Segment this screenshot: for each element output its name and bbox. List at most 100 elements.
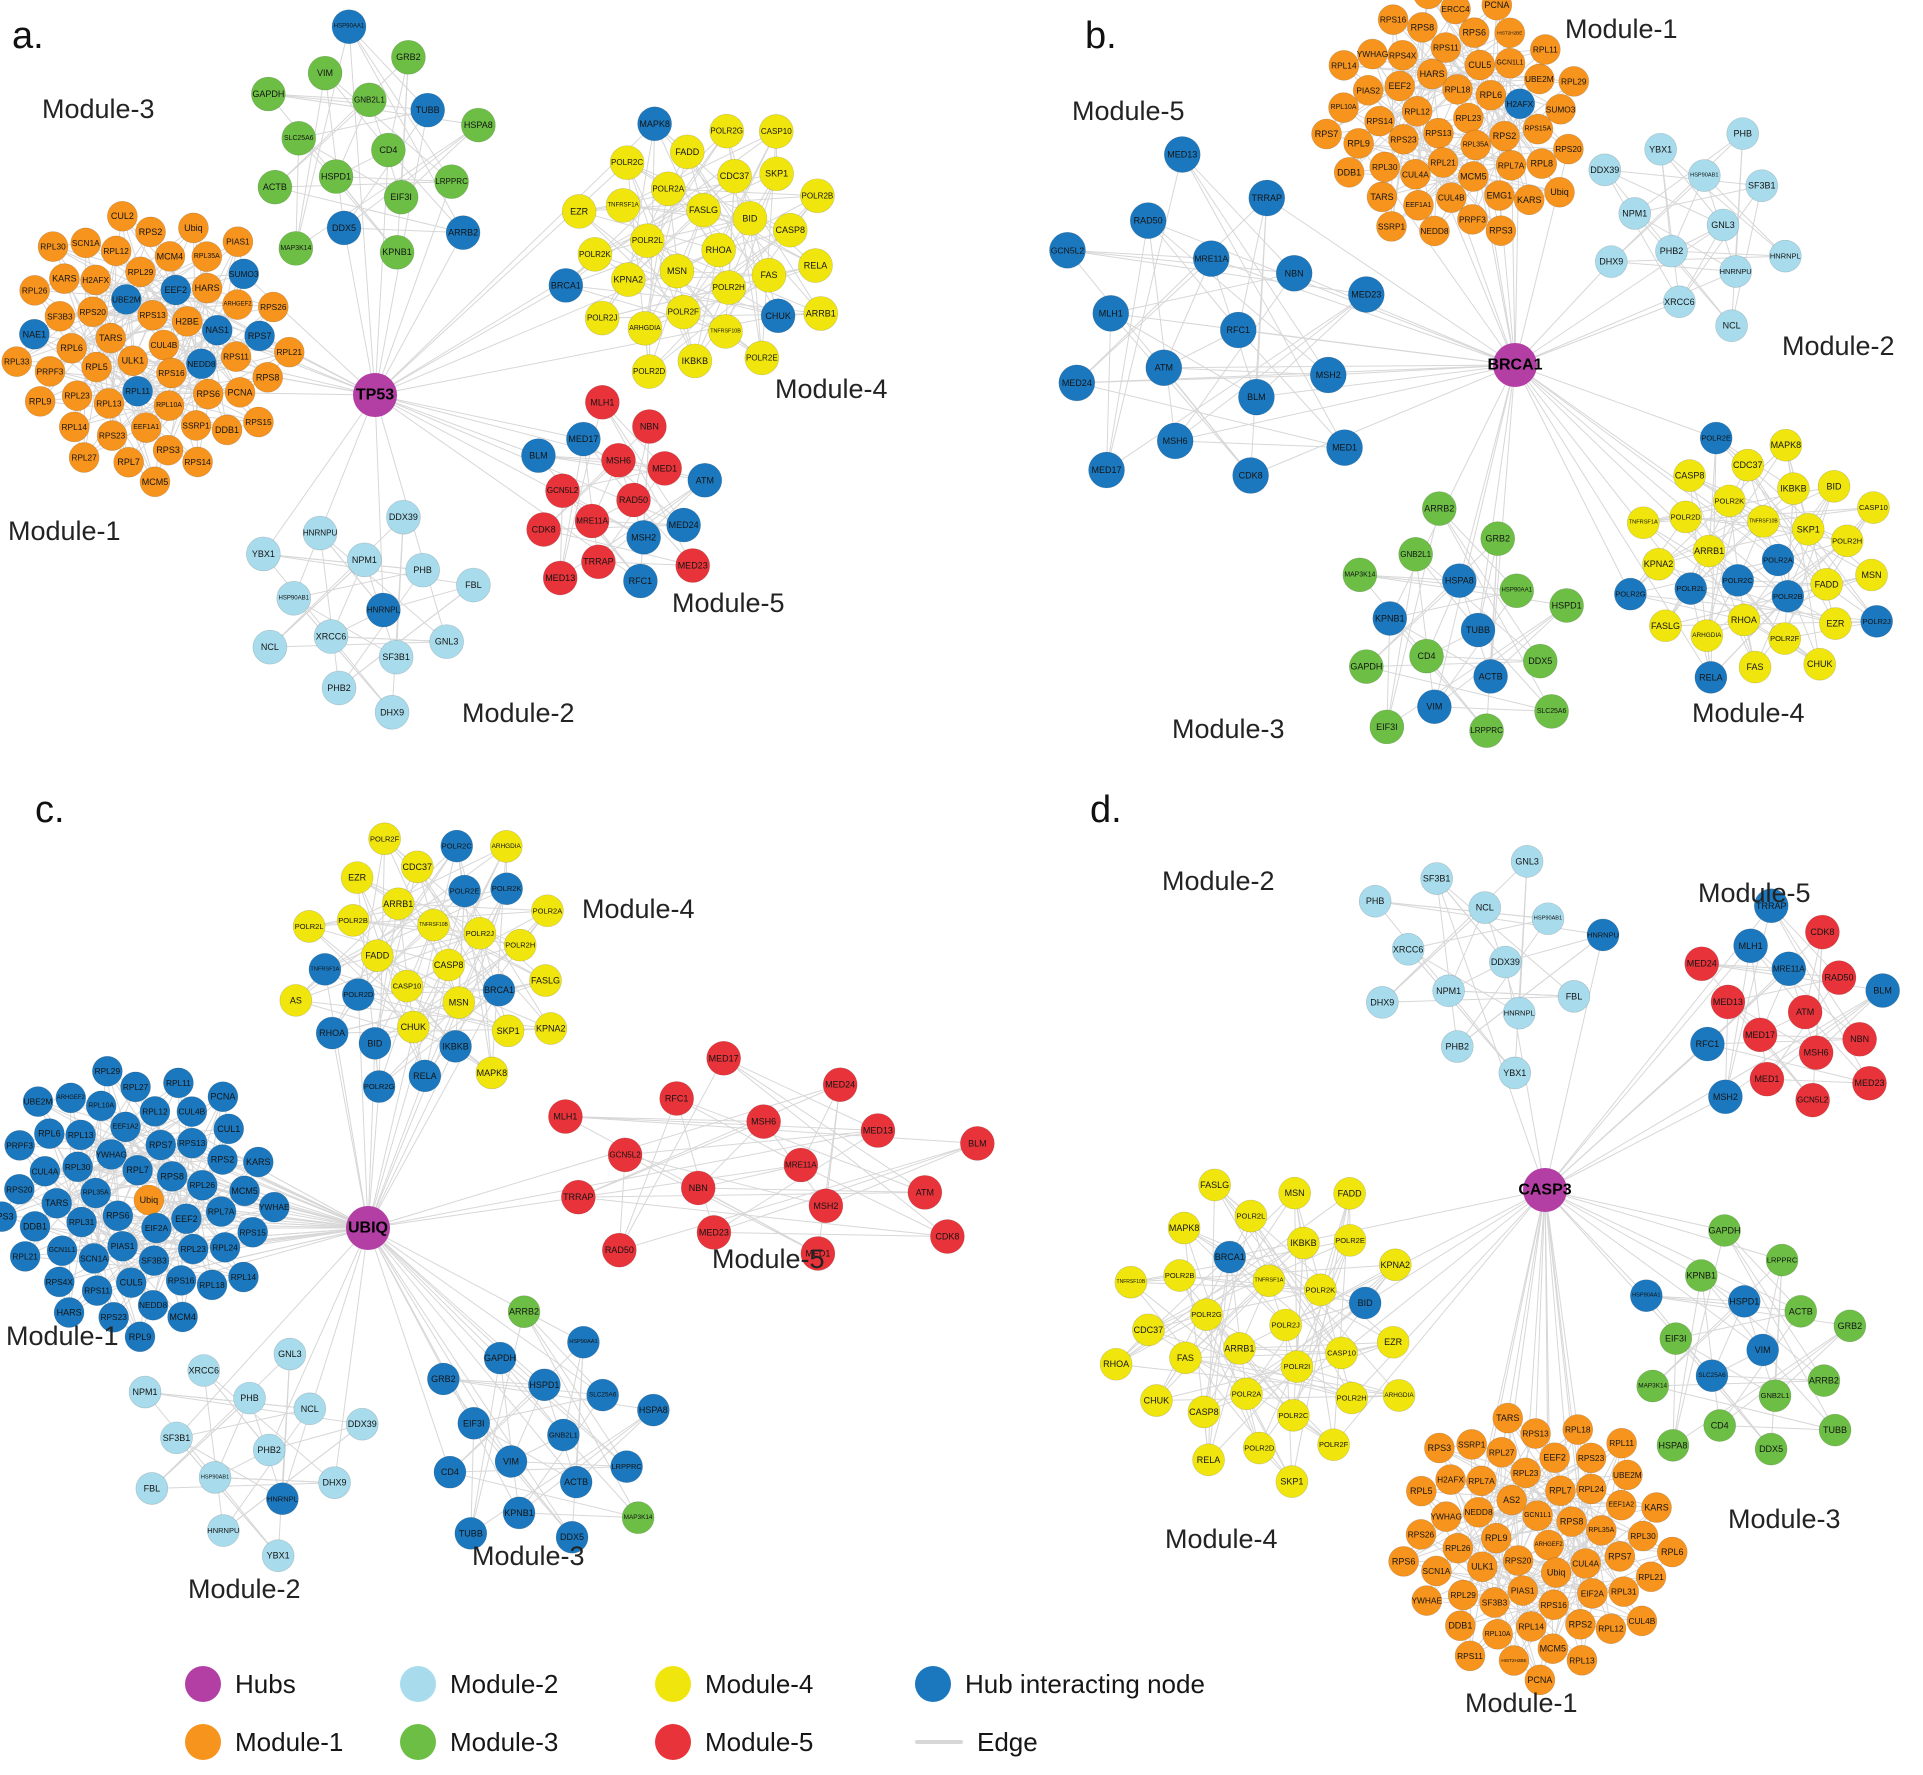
node-RPS15A[interactable] [1522, 113, 1554, 145]
node-MRE11A[interactable] [574, 503, 610, 539]
node-POLR2L[interactable] [1674, 572, 1708, 605]
node-LRPPRC[interactable] [434, 164, 469, 199]
node-RPL30[interactable] [1627, 1520, 1659, 1552]
node-EEF2[interactable] [1384, 70, 1416, 102]
node-RPL23[interactable] [177, 1233, 209, 1265]
node-POLR2A[interactable] [1761, 543, 1795, 577]
node-SUMO3[interactable] [228, 258, 260, 290]
node-FBL[interactable] [135, 1472, 169, 1505]
node-RPL9[interactable] [124, 1321, 156, 1353]
node-PCNA[interactable] [207, 1081, 239, 1113]
node-RPS8[interactable] [1556, 1506, 1587, 1537]
node-PHB2[interactable] [321, 670, 357, 706]
node-SSRP1[interactable] [1456, 1429, 1487, 1460]
node-PCNA[interactable] [1481, 0, 1513, 21]
node-MED17[interactable] [706, 1040, 741, 1076]
node-RPL5[interactable] [1406, 1475, 1437, 1507]
node-HNRNPL[interactable] [1502, 996, 1536, 1030]
node-EEF1A2[interactable] [1605, 1489, 1637, 1521]
node-POLR2G[interactable] [1190, 1298, 1223, 1331]
node-MSN[interactable] [659, 253, 695, 289]
node-PHB2[interactable] [252, 1433, 286, 1467]
node-RAD50[interactable] [616, 482, 651, 518]
node-HSP90AB1[interactable] [1688, 159, 1721, 192]
node-RPL31[interactable] [66, 1206, 97, 1238]
node-RPL14[interactable] [228, 1261, 259, 1293]
node-PCNA[interactable] [224, 377, 256, 408]
node-GNL3[interactable] [273, 1337, 307, 1371]
node-RPL21[interactable] [273, 336, 305, 368]
node-RHOA[interactable] [315, 1016, 349, 1050]
node-FADD[interactable] [669, 134, 705, 170]
node-RPL7[interactable] [1545, 1475, 1576, 1507]
node-SF3B1[interactable] [160, 1421, 193, 1455]
node-RHOA[interactable] [1099, 1347, 1133, 1381]
node-SKP1[interactable] [1275, 1465, 1309, 1498]
node-POLR2K[interactable] [1712, 484, 1746, 518]
node-EEF2[interactable] [1539, 1442, 1570, 1473]
node-NCL[interactable] [1468, 891, 1502, 924]
node-HSPD1[interactable] [318, 159, 354, 194]
node-RPS14[interactable] [1364, 105, 1395, 137]
node-CDC37[interactable] [1731, 448, 1765, 482]
node-GCN1L1[interactable] [1522, 1500, 1553, 1531]
node-RPL29[interactable] [1447, 1579, 1479, 1611]
node-TARS[interactable] [1492, 1402, 1524, 1434]
node-Ubiq[interactable] [178, 212, 209, 244]
node-RPL21[interactable] [1635, 1561, 1667, 1593]
hub-node-TP53[interactable] [353, 373, 397, 417]
node-FAS[interactable] [751, 257, 787, 293]
node-POLR2D[interactable] [631, 354, 667, 389]
node-RPS15[interactable] [243, 406, 274, 438]
node-MCM4[interactable] [167, 1301, 198, 1333]
node-MED23[interactable] [696, 1215, 732, 1250]
node-RAD50[interactable] [1821, 960, 1857, 995]
node-PHB2[interactable] [1440, 1030, 1474, 1063]
node-DDX5[interactable] [326, 210, 362, 246]
node-RPS4X[interactable] [1387, 39, 1418, 71]
node-RELA[interactable] [1192, 1443, 1225, 1477]
node-TNFRSF1A[interactable] [1626, 506, 1660, 540]
node-CHUK[interactable] [1140, 1384, 1173, 1417]
node-GCN5L2[interactable] [607, 1137, 643, 1173]
node-GAPDH[interactable] [251, 76, 286, 112]
node-RPL30[interactable] [37, 231, 69, 262]
node-XRCC6[interactable] [1663, 285, 1696, 319]
node-CD4[interactable] [371, 132, 406, 168]
node-TNFRSF1A[interactable] [1252, 1264, 1286, 1297]
node-UBE2M[interactable] [111, 284, 142, 315]
node-FADD[interactable] [1810, 568, 1843, 601]
node-DDX39[interactable] [1489, 945, 1522, 979]
node-ACTB[interactable] [1473, 659, 1508, 694]
node-HSP90AA1[interactable] [331, 9, 367, 44]
node-RPL7[interactable] [122, 1154, 153, 1186]
node-YWHAG[interactable] [96, 1139, 127, 1170]
node-MED23[interactable] [675, 548, 711, 583]
node-Ubiq[interactable] [1544, 176, 1575, 208]
node-RPS2[interactable] [207, 1144, 238, 1175]
node-ARHGEF2[interactable] [55, 1082, 87, 1114]
node-MRE11A[interactable] [1771, 951, 1807, 987]
node-POLR2F[interactable] [1317, 1428, 1350, 1462]
node-POLR2C[interactable] [609, 145, 645, 180]
node-HSPD1[interactable] [1549, 588, 1584, 623]
node-POLR2J[interactable] [584, 300, 620, 336]
node-POLR2B[interactable] [1163, 1259, 1196, 1292]
node-MLH1[interactable] [1733, 928, 1768, 964]
node-CUL4B[interactable] [1436, 182, 1467, 213]
node-POLR2L[interactable] [1234, 1199, 1268, 1233]
node-FASLG[interactable] [1198, 1168, 1231, 1202]
node-POLR2G[interactable] [1614, 577, 1647, 611]
node-RPL26[interactable] [19, 275, 50, 306]
node-RPL26[interactable] [186, 1169, 218, 1201]
node-RPS7[interactable] [244, 320, 275, 352]
node-ATM[interactable] [1787, 994, 1823, 1030]
node-RPS6[interactable] [192, 378, 224, 410]
node-MLH1[interactable] [585, 385, 620, 420]
node-RPL31[interactable] [1608, 1576, 1640, 1607]
node-KPNA2[interactable] [610, 262, 646, 297]
node-BLM[interactable] [521, 438, 556, 473]
node-RPL11[interactable] [163, 1067, 194, 1099]
node-TARS[interactable] [1366, 181, 1398, 213]
node-MED13[interactable] [1163, 136, 1201, 173]
